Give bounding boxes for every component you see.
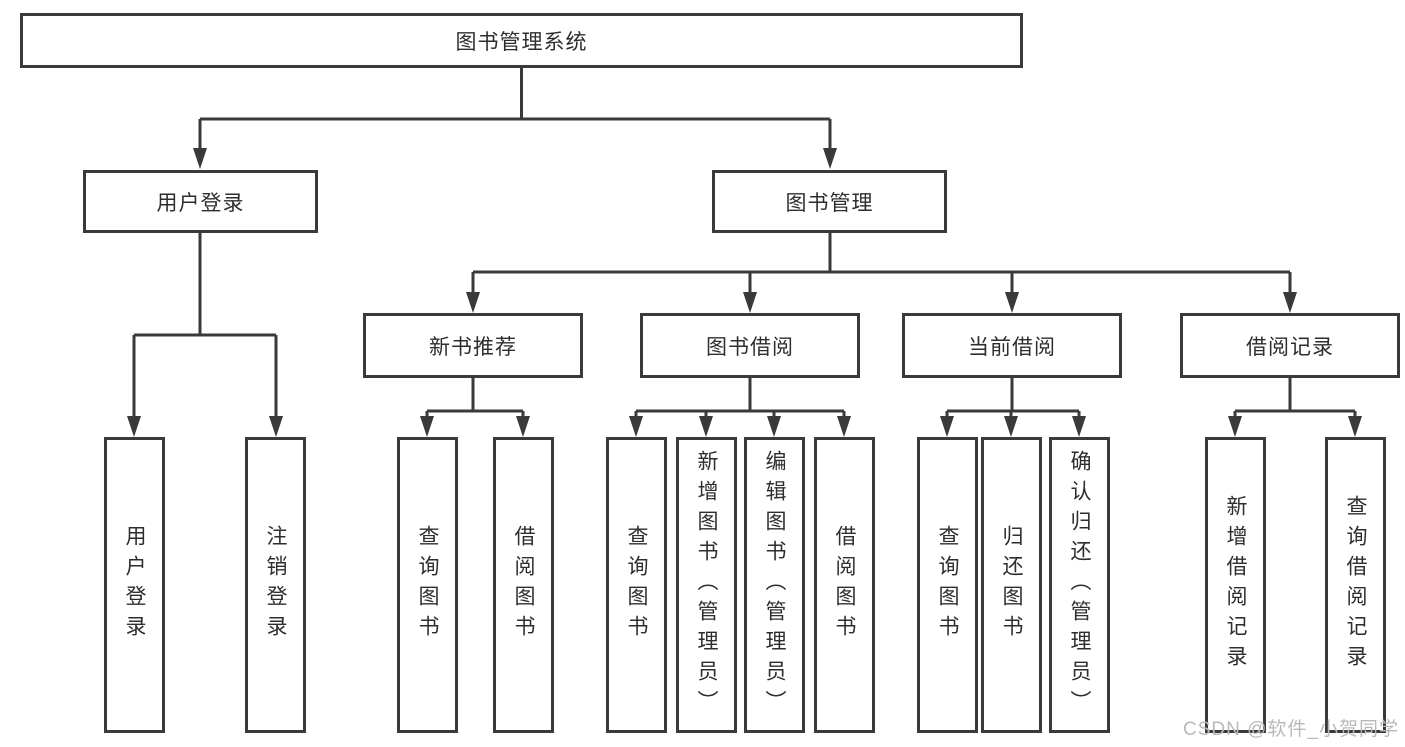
- leaf-query-books-borrowing: 查询图书: [606, 437, 667, 733]
- arrowhead: [1228, 416, 1242, 437]
- leaf-label: 归还图书: [1000, 525, 1023, 645]
- arrowhead: [1072, 416, 1086, 437]
- leaf-label: 编辑图书（管理员）: [763, 450, 786, 720]
- node-book-borrowing: 图书借阅: [640, 313, 860, 378]
- leaf-label: 新增借阅记录: [1224, 495, 1247, 675]
- node-current-borrowing: 当前借阅: [902, 313, 1122, 378]
- arrowhead: [466, 292, 480, 313]
- csdn-watermark: CSDN @软件_小贺同学: [1183, 719, 1399, 740]
- leaf-label: 借阅图书: [512, 525, 535, 645]
- leaf-add-borrow-record: 新增借阅记录: [1205, 437, 1266, 733]
- arrowhead: [516, 416, 530, 437]
- arrowhead: [1348, 416, 1362, 437]
- node-new-book-recommendation: 新书推荐: [363, 313, 583, 378]
- leaf-query-books-current: 查询图书: [917, 437, 978, 733]
- leaf-add-book-admin: 新增图书（管理员）: [676, 437, 737, 733]
- arrowhead: [420, 416, 434, 437]
- node-user-login: 用户登录: [83, 170, 318, 233]
- leaf-user-login: 用户登录: [104, 437, 165, 733]
- arrowhead: [837, 416, 851, 437]
- leaf-query-borrow-record: 查询借阅记录: [1325, 437, 1386, 733]
- leaf-return-book: 归还图书: [981, 437, 1042, 733]
- node-library-management-system: 图书管理系统: [20, 13, 1023, 68]
- leaf-label: 借阅图书: [833, 525, 856, 645]
- arrowhead: [127, 416, 141, 437]
- arrowhead: [940, 416, 954, 437]
- leaf-label: 确认归还（管理员）: [1068, 450, 1091, 720]
- leaf-label: 查询图书: [416, 525, 439, 645]
- leaf-logout: 注销登录: [245, 437, 306, 733]
- arrowhead: [269, 416, 283, 437]
- leaf-query-books-recommend: 查询图书: [397, 437, 458, 733]
- node-book-management: 图书管理: [712, 170, 947, 233]
- arrowhead: [743, 292, 757, 313]
- node-borrowing-records: 借阅记录: [1180, 313, 1400, 378]
- arrowhead: [1283, 292, 1297, 313]
- leaf-borrow-books-borrowing: 借阅图书: [814, 437, 875, 733]
- leaf-label: 新增图书（管理员）: [695, 450, 718, 720]
- leaf-label: 查询图书: [625, 525, 648, 645]
- arrowhead: [1004, 416, 1018, 437]
- leaf-label: 用户登录: [123, 525, 146, 645]
- arrowhead: [699, 416, 713, 437]
- leaf-confirm-return-admin: 确认归还（管理员）: [1049, 437, 1110, 733]
- leaf-label: 查询图书: [936, 525, 959, 645]
- leaf-borrow-books-recommend: 借阅图书: [493, 437, 554, 733]
- leaf-label: 查询借阅记录: [1344, 495, 1367, 675]
- arrowhead: [767, 416, 781, 437]
- arrowhead: [823, 148, 837, 169]
- arrowhead: [629, 416, 643, 437]
- arrowhead: [193, 148, 207, 169]
- arrowhead: [1005, 292, 1019, 313]
- leaf-edit-book-admin: 编辑图书（管理员）: [744, 437, 805, 733]
- leaf-label: 注销登录: [264, 525, 287, 645]
